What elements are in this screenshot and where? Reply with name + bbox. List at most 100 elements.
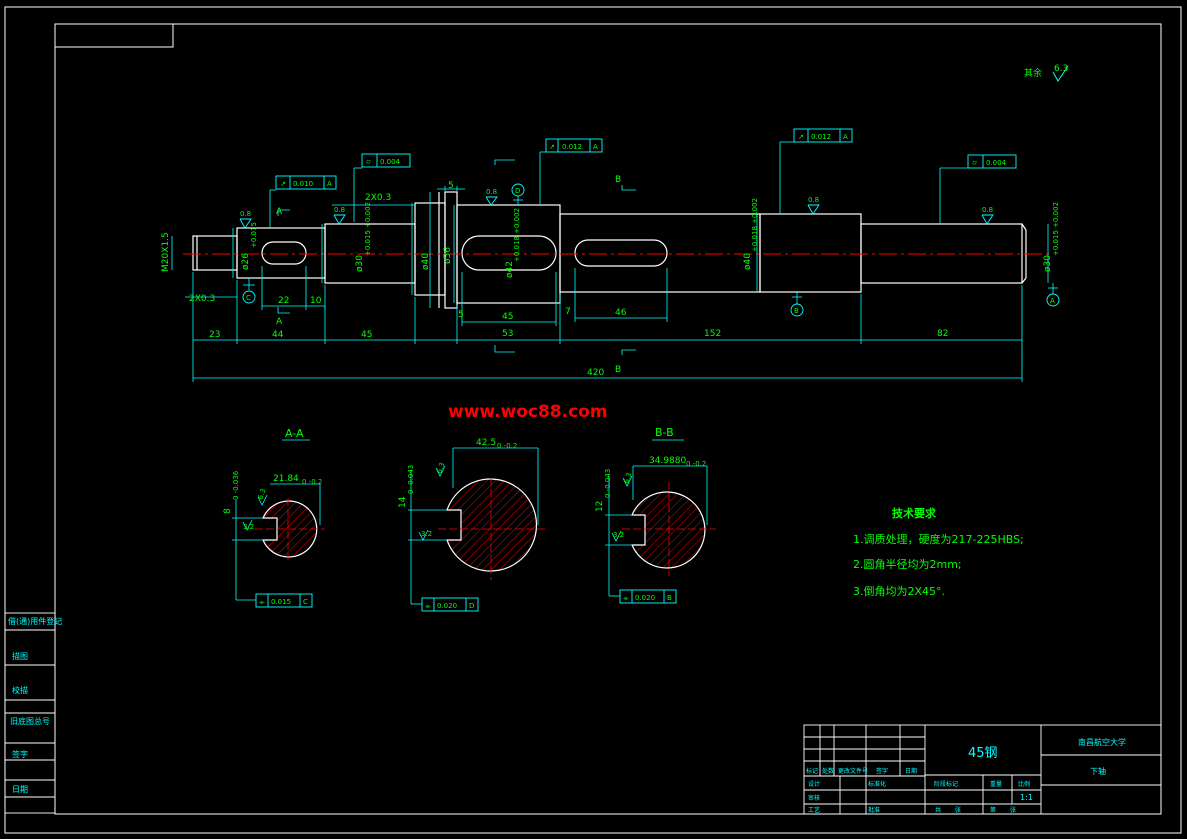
section-a-marker: A bbox=[276, 317, 283, 327]
section-rough-a: 6.3 bbox=[256, 487, 267, 500]
frame-symbol: ⌭ bbox=[366, 158, 371, 166]
datum-markers bbox=[242, 183, 1060, 317]
datum-a: A bbox=[1050, 297, 1055, 305]
frame-datum: A bbox=[593, 143, 598, 151]
frame-symbol: ⌯ bbox=[623, 594, 629, 602]
dim-53: 53 bbox=[502, 329, 513, 339]
frame-value: 0.012 bbox=[562, 143, 582, 151]
side-block-label: 描图 bbox=[12, 651, 28, 661]
dim-dia-40: ø40 bbox=[421, 253, 431, 270]
dim-dia-30-left-tol: +0.015 +0.002 bbox=[364, 202, 372, 256]
roughness-note: 其余 6.3 bbox=[1024, 64, 1069, 82]
side-block bbox=[4, 612, 56, 814]
title-cell: 重量 bbox=[990, 780, 1002, 788]
dim-7: 7 bbox=[565, 307, 571, 317]
section-width-tol: 0 -0.2 bbox=[686, 460, 706, 468]
frame-datum: C bbox=[303, 598, 308, 606]
title-material: 45钢 bbox=[968, 746, 998, 761]
section-width-dim: 42.5 bbox=[476, 438, 496, 448]
section-key-tol: 0 -0.043 bbox=[407, 465, 415, 494]
tech-req-item: 1.调质处理，硬度为217-225HBS; bbox=[853, 532, 1024, 546]
frame-symbol: ⌭ bbox=[972, 159, 977, 167]
technical-requirements: 技术要求 1.调质处理，硬度为217-225HBS; 2.圆角半径均为2mm; … bbox=[853, 506, 1024, 598]
section-a-marker: A bbox=[276, 207, 283, 217]
section-key-tol: 0 -0.036 bbox=[232, 470, 240, 500]
section-title: B-B bbox=[655, 426, 674, 439]
roughness-value: 0.8 bbox=[240, 210, 251, 218]
dim-44: 44 bbox=[272, 330, 284, 340]
frame-datum: B bbox=[667, 594, 672, 602]
section-b-marker: B bbox=[615, 175, 621, 185]
dim-dia-30-right: ø30 bbox=[1043, 255, 1053, 272]
frame-value: 0.004 bbox=[986, 159, 1007, 167]
tech-req-item: 3.倒角均为2X45°. bbox=[853, 585, 945, 598]
title-cell: 处数 bbox=[822, 767, 834, 775]
dim-dia-42: ø42 bbox=[505, 261, 515, 278]
side-block-label: 借(通)用件登记 bbox=[8, 616, 62, 626]
dim-46: 46 bbox=[615, 308, 627, 318]
frame-datum: A bbox=[327, 180, 332, 188]
dim-dia-40-right: ø40 bbox=[743, 253, 753, 270]
frame-symbol: ↗ bbox=[798, 133, 804, 141]
dim-dia-42-tol: +0.018 +0.002 bbox=[513, 208, 521, 262]
title-school: 南昌航空大学 bbox=[1078, 737, 1126, 747]
keyways bbox=[261, 235, 668, 271]
frame-value: 0.015 bbox=[271, 598, 291, 606]
roughness-value: 0.8 bbox=[808, 196, 819, 204]
dim-dia-26: ø26 bbox=[241, 253, 251, 270]
dim-dia-40-right-tol: +0.018 +0.002 bbox=[751, 198, 759, 252]
side-block-label: 旧底图总号 bbox=[10, 716, 50, 726]
tolerance-frame-1: ↗ 0.010 A bbox=[275, 175, 337, 190]
section-rough-b: 3.2 bbox=[613, 531, 624, 539]
title-cell: 张 bbox=[1010, 806, 1016, 814]
dim-dia-30-right-tol: +0.015 +0.002 bbox=[1052, 202, 1060, 256]
frame-datum: D bbox=[469, 602, 474, 610]
dim-dia-56: ø56 bbox=[443, 247, 453, 264]
dim-45-keyway: 45 bbox=[502, 312, 513, 322]
section-d: 42.5 0 -0.2 14 0 -0.043 6.3 3.2 ⌯ 0.020 … bbox=[398, 438, 545, 612]
title-cell: 批准 bbox=[868, 806, 880, 814]
datum-d: D bbox=[515, 187, 520, 195]
title-cell: 标准化 bbox=[868, 780, 886, 788]
section-width-dim: 21.84 bbox=[273, 474, 299, 484]
datum-c: C bbox=[246, 294, 251, 302]
datum-b: B bbox=[794, 307, 799, 315]
roughness-note-value: 6.3 bbox=[1054, 64, 1068, 74]
title-cell: 审核 bbox=[808, 794, 820, 802]
title-cell: 工艺 bbox=[808, 806, 820, 814]
tolerance-frame-5: ⌭ 0.004 bbox=[967, 154, 1017, 169]
frame-value: 0.020 bbox=[635, 594, 655, 602]
section-title: A-A bbox=[285, 427, 304, 440]
side-block-label: 签字 bbox=[12, 749, 28, 759]
section-rough-a: 6.3 bbox=[622, 471, 633, 484]
dim-420: 420 bbox=[587, 368, 604, 378]
tolerance-frame-4: ↗ 0.012 A bbox=[793, 128, 853, 143]
section-key-dim: 12 bbox=[595, 501, 605, 512]
drawing-border bbox=[4, 6, 1182, 834]
frame-datum: A bbox=[843, 133, 848, 141]
section-width-tol: 0 -0.2 bbox=[302, 478, 322, 486]
watermark-text: www.woc88.com bbox=[448, 402, 608, 422]
dim-dia-26-tol: +0.015 bbox=[250, 222, 258, 248]
frame-symbol: ⌯ bbox=[425, 602, 431, 610]
side-block-label: 校描 bbox=[12, 685, 28, 695]
title-cell: 标记 bbox=[806, 767, 818, 775]
title-cell: 日期 bbox=[905, 767, 917, 775]
dimension-lines bbox=[171, 141, 1058, 382]
roughness-value: 0.8 bbox=[982, 206, 993, 214]
frame-value: 0.012 bbox=[811, 133, 831, 141]
title-cell: 阶段标记 bbox=[934, 780, 958, 788]
title-cell: 更改文件号 bbox=[838, 767, 868, 775]
roughness-value: 0.8 bbox=[334, 206, 345, 214]
title-cell: 张 bbox=[955, 806, 961, 814]
tech-req-title: 技术要求 bbox=[892, 506, 937, 520]
title-part-name: 下轴 bbox=[1090, 766, 1106, 776]
frame-symbol: ⌯ bbox=[259, 598, 265, 606]
dim-dia-30-left: ø30 bbox=[355, 255, 365, 272]
dim-5-bottom: 5 bbox=[458, 310, 464, 320]
section-b-b: B-B 34.9880 0 -0.2 12 0 -0.043 6.3 3.2 ⌯… bbox=[595, 426, 716, 604]
dim-chamfer-left: 2X0.3 bbox=[189, 294, 215, 304]
side-block-label: 日期 bbox=[12, 785, 28, 794]
dim-10: 10 bbox=[310, 296, 322, 306]
